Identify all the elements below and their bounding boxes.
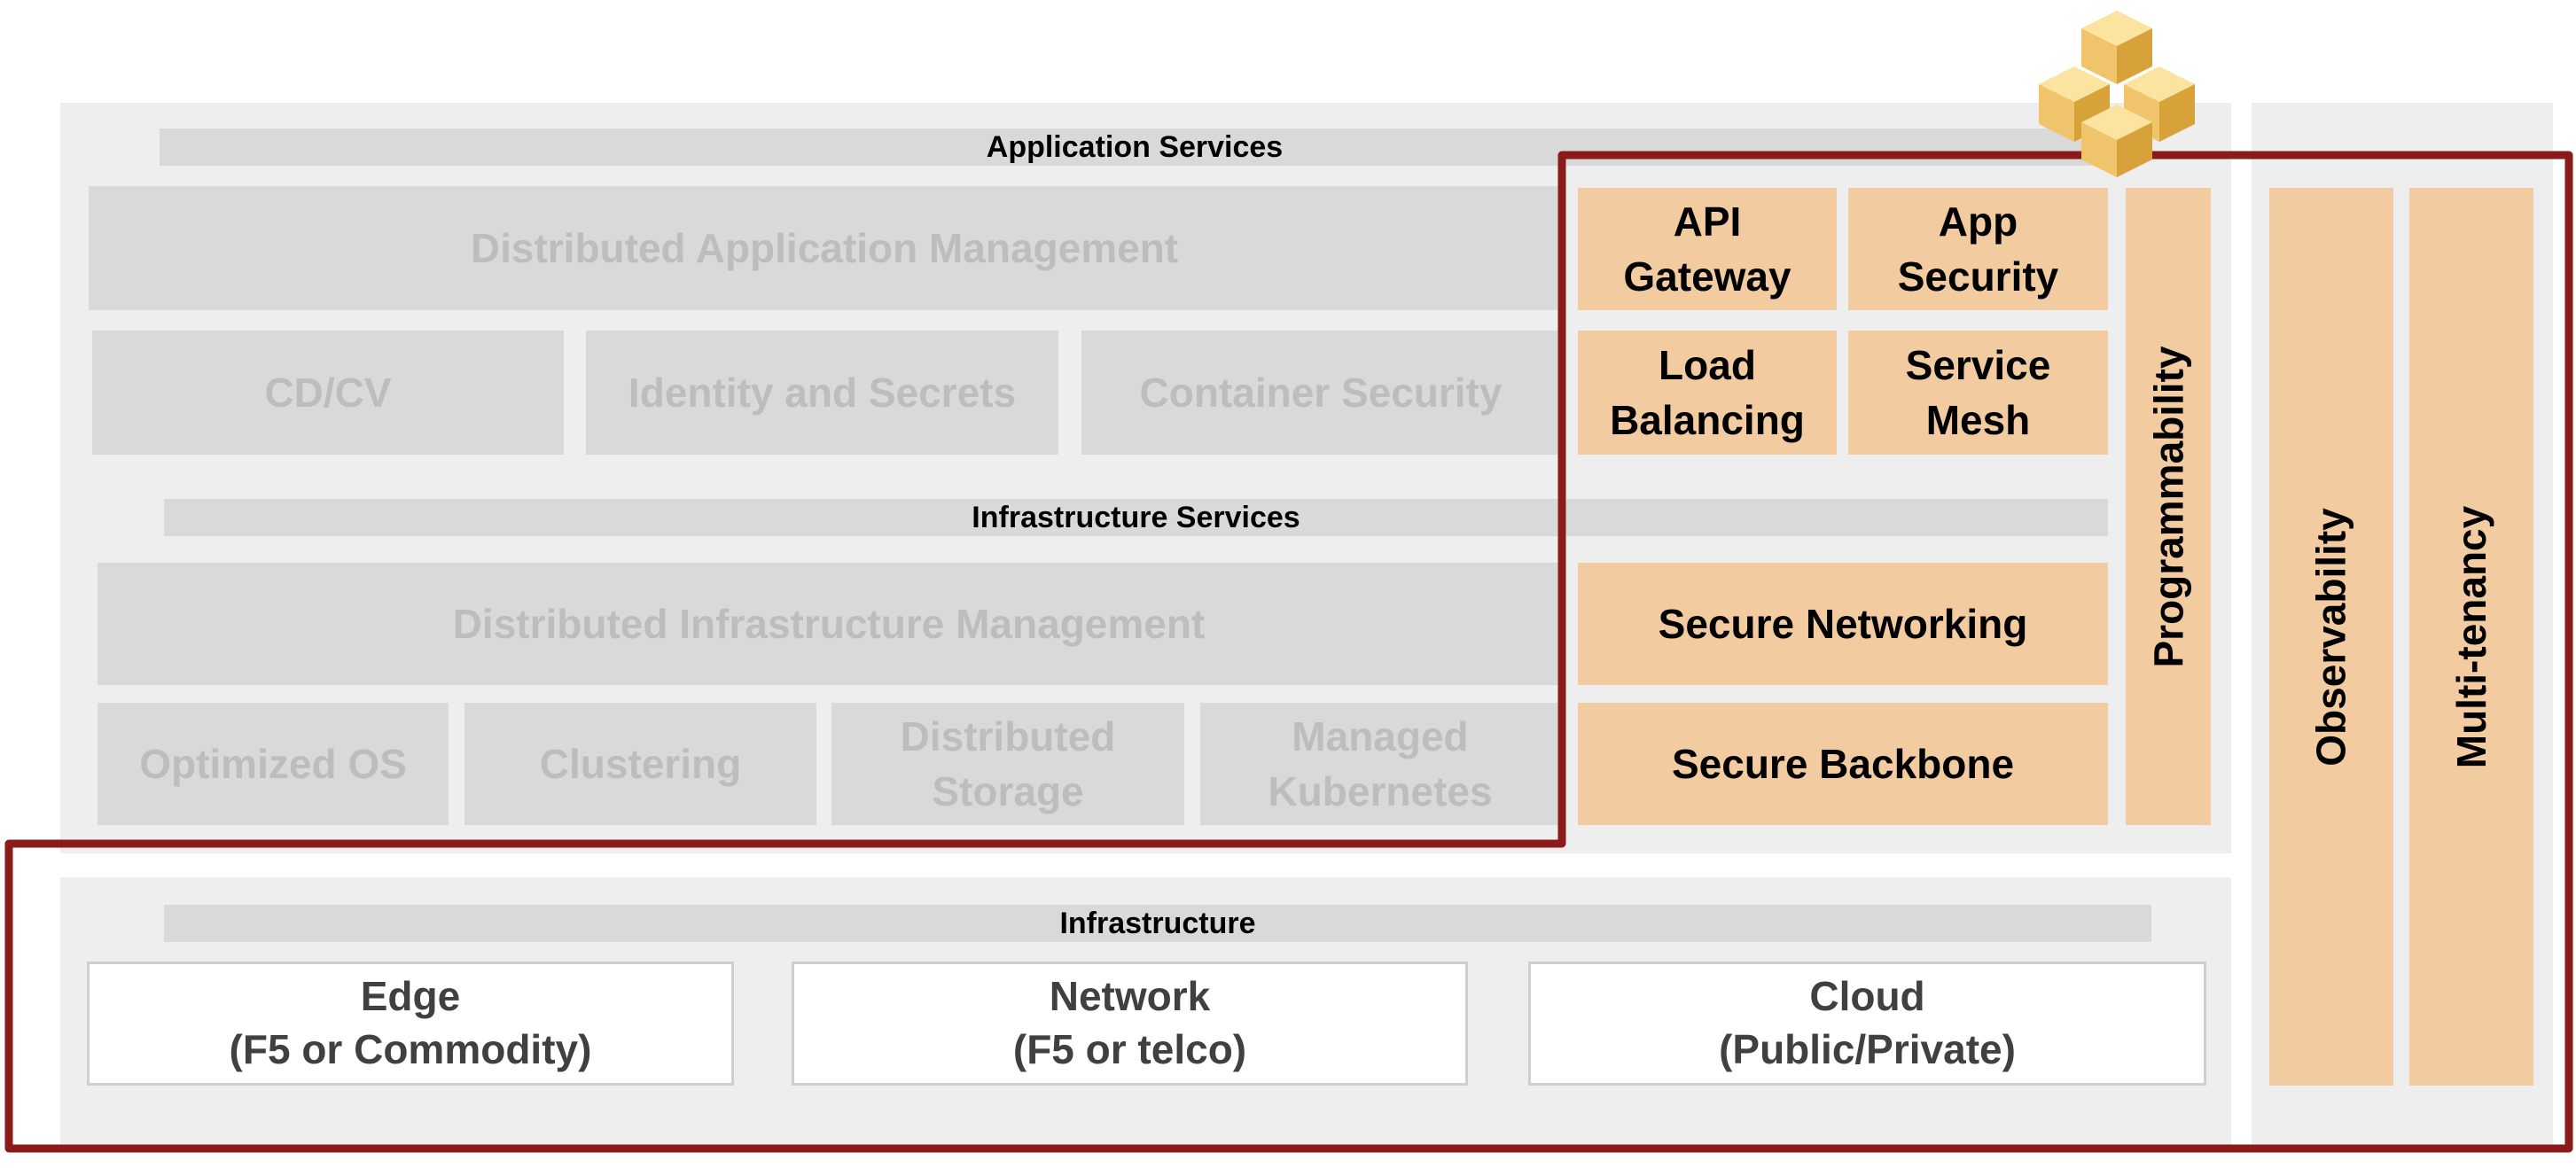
cdcv-box: CD/CV bbox=[92, 331, 564, 455]
edge-box: Edge (F5 or Commodity) bbox=[87, 962, 734, 1086]
application-services-title: Application Services bbox=[160, 128, 2110, 166]
distributed-storage-box: Distributed Storage bbox=[831, 703, 1184, 825]
api-gateway-box: API Gateway bbox=[1578, 188, 1837, 310]
app-security-box: App Security bbox=[1848, 188, 2108, 310]
secure-backbone-box: Secure Backbone bbox=[1578, 703, 2108, 825]
identity-secrets-box: Identity and Secrets bbox=[586, 331, 1058, 455]
gold-cubes-icon bbox=[2039, 11, 2195, 177]
container-security-box: Container Security bbox=[1081, 331, 1560, 455]
optimized-os-box: Optimized OS bbox=[98, 703, 449, 825]
clustering-box: Clustering bbox=[464, 703, 816, 825]
infrastructure-services-title: Infrastructure Services bbox=[164, 499, 2108, 536]
service-mesh-box: Service Mesh bbox=[1848, 331, 2108, 455]
distributed-infrastructure-management: Distributed Infrastructure Management bbox=[98, 563, 1560, 685]
network-box: Network (F5 or telco) bbox=[792, 962, 1468, 1086]
secure-networking-box: Secure Networking bbox=[1578, 563, 2108, 685]
observability-column: Observability bbox=[2269, 188, 2393, 1086]
managed-kubernetes-box: Managed Kubernetes bbox=[1200, 703, 1560, 825]
highlight-outline bbox=[4, 151, 2573, 1153]
infrastructure-title: Infrastructure bbox=[164, 905, 2151, 942]
load-balancing-box: Load Balancing bbox=[1578, 331, 1837, 455]
cloud-box: Cloud (Public/Private) bbox=[1528, 962, 2206, 1086]
distributed-application-management: Distributed Application Management bbox=[89, 186, 1560, 310]
multi-tenancy-column: Multi-tenancy bbox=[2409, 188, 2533, 1086]
programmability-column: Programmability bbox=[2126, 188, 2211, 825]
